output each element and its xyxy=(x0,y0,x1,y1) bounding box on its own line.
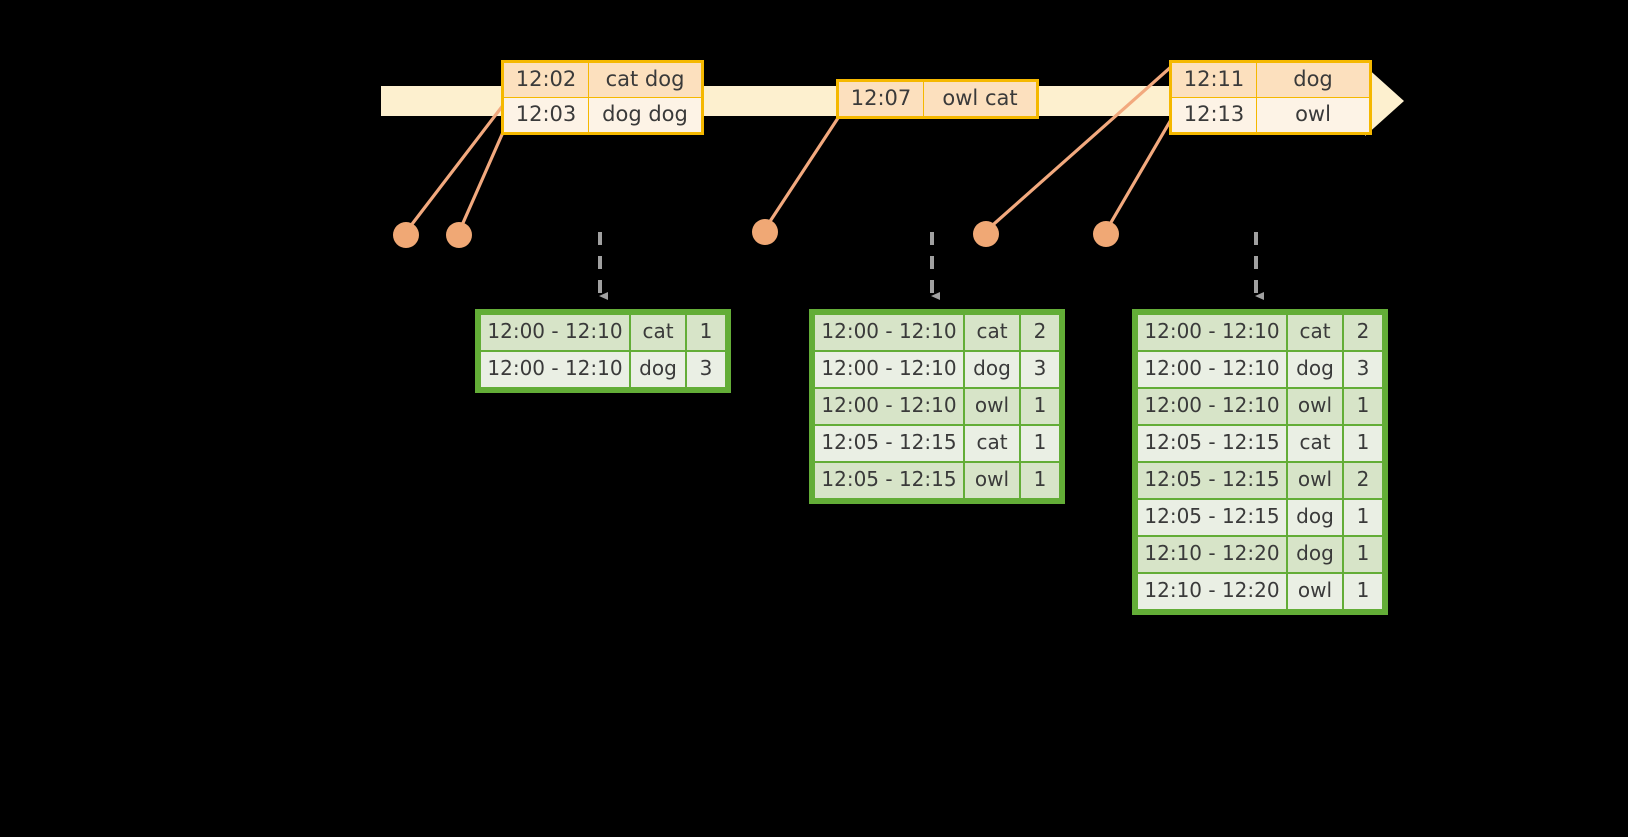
table-row: 12:05 - 12:15 owl 2 xyxy=(1138,463,1382,498)
event-words: cat dog xyxy=(588,60,703,99)
count-cell: 3 xyxy=(1021,352,1059,387)
window-cell: 12:05 - 12:15 xyxy=(1138,463,1286,498)
dot-3 xyxy=(752,219,778,245)
table-row: 12:05 - 12:15 cat 1 xyxy=(815,426,1059,461)
event-row: 12:03 dog dog xyxy=(502,97,703,135)
count-cell: 1 xyxy=(1344,426,1382,461)
window-cell: 12:00 - 12:10 xyxy=(815,315,963,350)
table-row: 12:00 - 12:10 owl 1 xyxy=(1138,389,1382,424)
window-cell: 12:00 - 12:10 xyxy=(481,352,629,387)
connector-5 xyxy=(1104,116,1174,233)
window-cell: 12:05 - 12:15 xyxy=(815,463,963,498)
event-words: owl xyxy=(1256,97,1371,135)
count-cell: 2 xyxy=(1344,315,1382,350)
table-row: 12:00 - 12:10 dog 3 xyxy=(1138,352,1382,387)
table-row: 12:00 - 12:10 owl 1 xyxy=(815,389,1059,424)
event-words: dog xyxy=(1256,60,1371,99)
count-cell: 2 xyxy=(1021,315,1059,350)
window-cell: 12:05 - 12:15 xyxy=(1138,426,1286,461)
table-row: 12:05 - 12:15 dog 1 xyxy=(1138,500,1382,535)
count-cell: 2 xyxy=(1344,463,1382,498)
key-cell: cat xyxy=(965,426,1019,461)
event-box-1: 12:02 cat dog 12:03 dog dog xyxy=(501,60,704,136)
window-cell: 12:10 - 12:20 xyxy=(1138,574,1286,609)
dot-2 xyxy=(446,222,472,248)
window-cell: 12:00 - 12:10 xyxy=(1138,352,1286,387)
count-cell: 3 xyxy=(687,352,725,387)
window-cell: 12:05 - 12:15 xyxy=(815,426,963,461)
connector-1 xyxy=(404,102,506,234)
key-cell: cat xyxy=(631,315,685,350)
table-row: 12:00 - 12:10 cat 1 xyxy=(481,315,725,350)
event-words: dog dog xyxy=(588,97,703,135)
dot-5 xyxy=(1093,221,1119,247)
key-cell: owl xyxy=(1288,463,1342,498)
dot-4 xyxy=(973,221,999,247)
count-cell: 1 xyxy=(1021,426,1059,461)
table-row: 12:00 - 12:10 dog 3 xyxy=(481,352,725,387)
event-dots xyxy=(393,219,1119,248)
key-cell: owl xyxy=(965,389,1019,424)
key-cell: cat xyxy=(1288,426,1342,461)
count-cell: 1 xyxy=(1344,389,1382,424)
key-cell: cat xyxy=(1288,315,1342,350)
window-cell: 12:10 - 12:20 xyxy=(1138,537,1286,572)
key-cell: owl xyxy=(1288,574,1342,609)
event-box-2: 12:07 owl cat xyxy=(836,79,1039,120)
table-row: 12:00 - 12:10 dog 3 xyxy=(815,352,1059,387)
count-cell: 1 xyxy=(1344,500,1382,535)
count-cell: 3 xyxy=(1344,352,1382,387)
count-cell: 1 xyxy=(1021,463,1059,498)
emit-arrows xyxy=(598,232,1264,300)
event-row: 12:13 owl xyxy=(1170,97,1371,135)
key-cell: cat xyxy=(965,315,1019,350)
window-cell: 12:00 - 12:10 xyxy=(1138,315,1286,350)
event-row: 12:11 dog xyxy=(1170,60,1371,99)
key-cell: dog xyxy=(1288,537,1342,572)
key-cell: dog xyxy=(965,352,1019,387)
key-cell: owl xyxy=(1288,389,1342,424)
count-cell: 1 xyxy=(1344,574,1382,609)
table-row: 12:10 - 12:20 dog 1 xyxy=(1138,537,1382,572)
count-cell: 1 xyxy=(1344,537,1382,572)
event-box-3: 12:11 dog 12:13 owl xyxy=(1169,60,1372,136)
key-cell: owl xyxy=(965,463,1019,498)
event-time: 12:11 xyxy=(1170,60,1257,99)
table-row: 12:05 - 12:15 cat 1 xyxy=(1138,426,1382,461)
window-cell: 12:00 - 12:10 xyxy=(815,352,963,387)
dot-1 xyxy=(393,222,419,248)
connector-2 xyxy=(457,128,506,234)
result-table-2: 12:00 - 12:10 cat 2 12:00 - 12:10 dog 3 … xyxy=(809,309,1065,504)
table-row: 12:00 - 12:10 cat 2 xyxy=(815,315,1059,350)
event-time: 12:03 xyxy=(502,97,589,135)
event-row: 12:07 owl cat xyxy=(837,79,1038,119)
window-cell: 12:05 - 12:15 xyxy=(1138,500,1286,535)
table-row: 12:00 - 12:10 cat 2 xyxy=(1138,315,1382,350)
event-words: owl cat xyxy=(923,79,1038,119)
key-cell: dog xyxy=(631,352,685,387)
result-table-1: 12:00 - 12:10 cat 1 12:00 - 12:10 dog 3 xyxy=(475,309,731,393)
key-cell: dog xyxy=(1288,500,1342,535)
count-cell: 1 xyxy=(1021,389,1059,424)
table-row: 12:05 - 12:15 owl 1 xyxy=(815,463,1059,498)
key-cell: dog xyxy=(1288,352,1342,387)
count-cell: 1 xyxy=(687,315,725,350)
event-time: 12:13 xyxy=(1170,97,1257,135)
window-cell: 12:00 - 12:10 xyxy=(481,315,629,350)
event-row: 12:02 cat dog xyxy=(502,60,703,99)
window-cell: 12:00 - 12:10 xyxy=(1138,389,1286,424)
result-table-3: 12:00 - 12:10 cat 2 12:00 - 12:10 dog 3 … xyxy=(1132,309,1388,615)
connector-3 xyxy=(763,116,840,231)
event-time: 12:02 xyxy=(502,60,589,99)
window-cell: 12:00 - 12:10 xyxy=(815,389,963,424)
table-row: 12:10 - 12:20 owl 1 xyxy=(1138,574,1382,609)
event-time: 12:07 xyxy=(837,79,924,119)
